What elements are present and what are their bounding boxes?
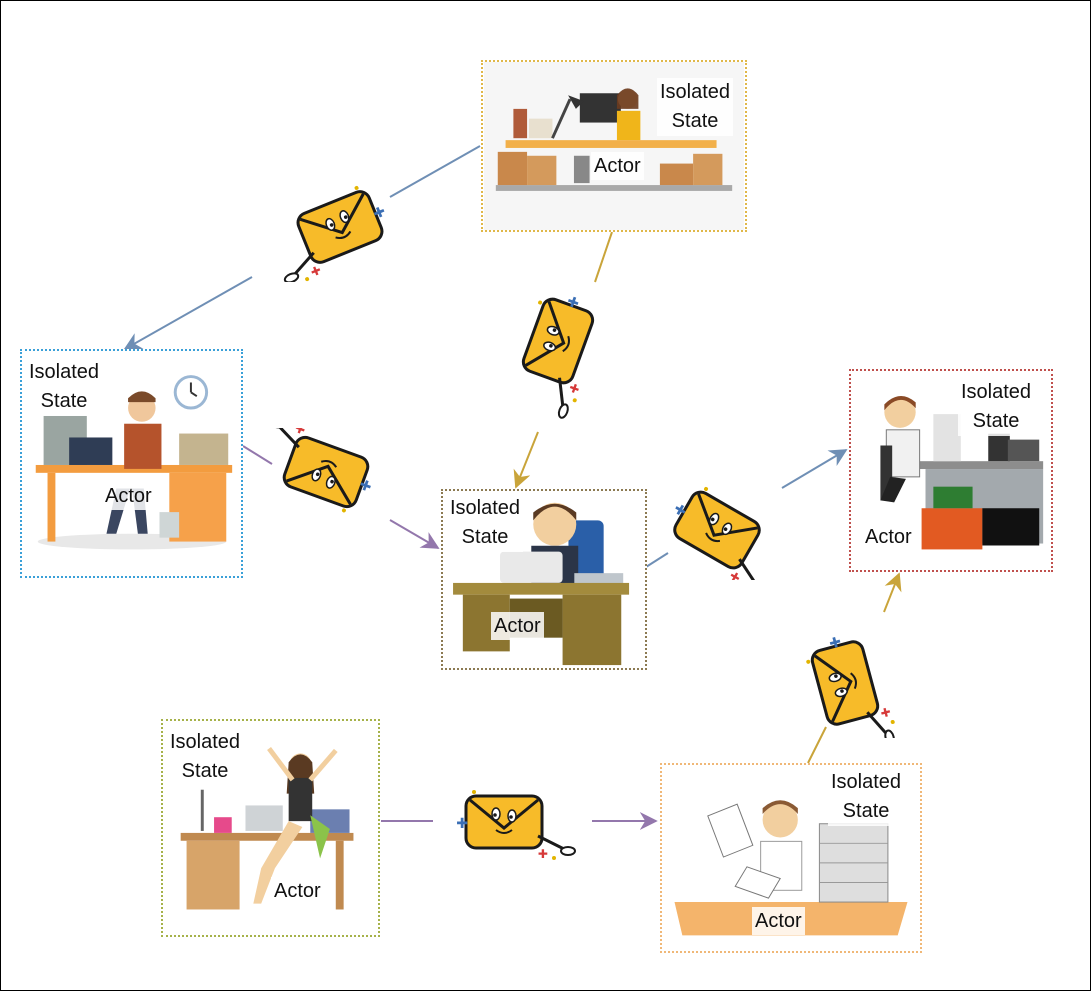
isolated-state-label: Isolated State: [958, 378, 1035, 436]
envelope-mascot-icon: [262, 428, 386, 520]
link-top-to-center-a: [594, 231, 613, 283]
office-desk-illustration: [22, 351, 241, 576]
office-desk-illustration: [163, 721, 378, 935]
actor-label: Actor: [752, 907, 805, 935]
actor-node-bottom-left: Isolated State Actor: [161, 719, 380, 937]
office-desk-illustration: [851, 371, 1051, 570]
link-top-to-center-b: [513, 431, 539, 489]
actor-node-bottom-right: Isolated State Actor: [660, 763, 922, 953]
link-bottom-right-to-right-a: [807, 726, 827, 764]
isolated-state-label: Isolated State: [657, 78, 734, 136]
actor-label: Actor: [591, 152, 644, 180]
envelope-mascot-icon: [502, 283, 613, 423]
actor-node-center: Isolated State Actor: [441, 489, 647, 670]
actor-label: Actor: [491, 612, 544, 640]
envelope-mascot-icon: [454, 788, 577, 863]
actor-label: Actor: [271, 877, 324, 905]
isolated-state-label: Isolated State: [447, 494, 524, 552]
isolated-state-label: Isolated State: [26, 358, 103, 416]
link-left-to-center-b: [389, 519, 440, 549]
envelope-mascot-icon: [800, 625, 895, 738]
envelope-mascot-icon: [260, 177, 401, 282]
actor-node-right: Isolated State Actor: [849, 369, 1053, 572]
actor-node-top: Isolated State Actor: [481, 60, 747, 232]
link-left-to-center-a: [242, 445, 273, 465]
actor-label: Actor: [862, 523, 915, 551]
link-top-to-left-a: [389, 145, 481, 198]
actor-node-left: Isolated State Actor: [20, 349, 243, 578]
envelope-mascot-icon: [656, 476, 790, 580]
link-center-to-right-a: [645, 552, 669, 568]
isolated-state-label: Isolated State: [828, 768, 905, 826]
isolated-state-label: Isolated State: [167, 728, 244, 786]
link-top-to-left-b: [123, 276, 253, 350]
link-bottom-right-to-right-b: [883, 572, 902, 613]
actor-label: Actor: [102, 482, 155, 510]
link-center-to-right-b: [781, 449, 848, 489]
